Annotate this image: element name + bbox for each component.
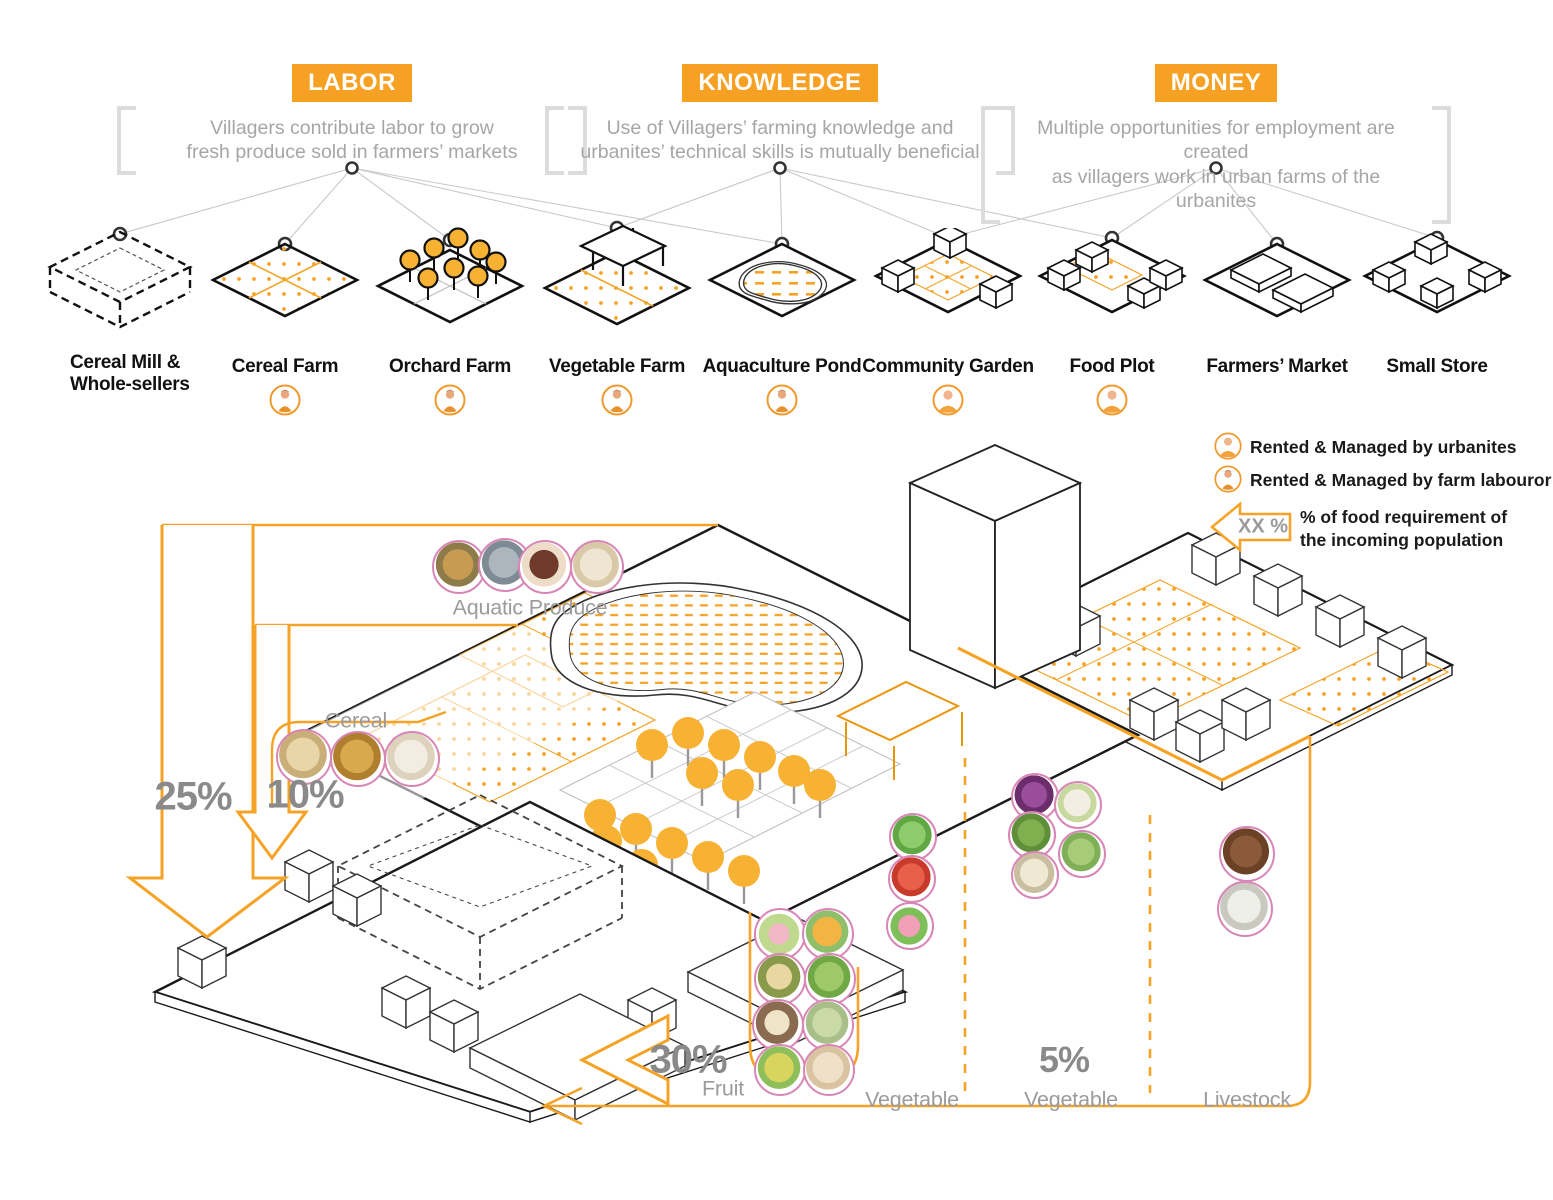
vegetable-garden-label: Vegetable <box>1024 1087 1118 1112</box>
arrow-25-percent <box>125 525 290 939</box>
legend-arrow-icon <box>1209 501 1292 553</box>
flow-network <box>125 523 1312 1126</box>
water-chestnut-icon <box>518 540 572 594</box>
facility-label: Orchard Farm <box>388 356 512 377</box>
vegetable-market-label: Vegetable <box>865 1087 959 1112</box>
farm-labourer-icon <box>434 384 466 416</box>
pavilion <box>835 680 963 780</box>
cereal-percent: 10% <box>266 772 344 817</box>
market-flow-line <box>548 736 1312 1108</box>
mango-icon <box>802 908 854 960</box>
radish-icon <box>886 902 934 950</box>
rice-icon <box>384 731 440 787</box>
facility-label: Cereal Mill &Whole-sellers <box>70 352 190 395</box>
cow-icon <box>1219 826 1275 882</box>
facility-label: Vegetable Farm <box>548 356 686 377</box>
food-plot-icon <box>1037 238 1187 314</box>
jackfruit-icon <box>754 953 806 1005</box>
poultry-icon <box>1217 881 1273 937</box>
facility-label: Farmers’ Market <box>1206 356 1348 377</box>
legend-urbanites-label: Rented & Managed by urbanites <box>1250 437 1517 457</box>
garden-platform <box>955 531 1455 792</box>
legend-labourer-label: Rented & Managed by farm labouror <box>1250 470 1552 490</box>
category-badge: LABOR <box>292 64 412 102</box>
connector-lines <box>119 167 1438 245</box>
village-platform <box>151 793 909 1123</box>
farm-labourer-icon <box>766 384 798 416</box>
urbanite-icon <box>932 384 964 416</box>
farm-labourer-icon <box>269 384 301 416</box>
fruit-percent: 30% <box>649 1037 727 1082</box>
category-description: Villagers contribute labor to grow fresh… <box>117 106 587 175</box>
soybean-icon <box>276 729 332 785</box>
cereal-bracket <box>270 710 447 808</box>
cereal-mill-icon <box>47 230 193 329</box>
facility-label: Aquaculture Pond <box>702 356 862 377</box>
category-labor: LABOR Villagers contribute labor to grow… <box>117 64 587 175</box>
farmers-market-icon <box>1202 242 1352 318</box>
facility-label: Small Store <box>1386 356 1488 377</box>
category-description: Use of Villagers’ farming knowledge and … <box>545 106 1015 175</box>
farm-labourer-icon <box>601 384 633 416</box>
small-store-icon <box>1362 233 1512 314</box>
category-badge: KNOWLEDGE <box>682 64 878 102</box>
category-description: Multiple opportunities for employment ar… <box>981 106 1451 223</box>
cashew-icon <box>803 1044 855 1096</box>
farm-labourer-icon <box>1214 465 1242 493</box>
cabbage-icon <box>1058 830 1106 878</box>
arrow-30-percent <box>578 1013 670 1107</box>
flow-arrowhead <box>540 1086 583 1126</box>
fruit-label: Fruit <box>701 1076 745 1101</box>
pear-icon <box>754 1044 806 1096</box>
aquatic-produce-label: Aquatic Produce <box>452 595 608 620</box>
category-badge: MONEY <box>1154 64 1278 102</box>
garden-edge-highlight <box>957 646 1311 782</box>
orchard-farm-icon <box>375 227 525 324</box>
lotus-root-icon <box>570 540 624 594</box>
custard-apple-icon <box>802 999 854 1051</box>
lime-icon <box>804 953 856 1005</box>
community-garden-icon <box>873 228 1023 314</box>
vegetable-garden-percent: 5% <box>1038 1039 1090 1080</box>
vegetable-farm-icon <box>542 224 692 326</box>
cereal-label: Cereal <box>324 708 388 733</box>
leafy-greens-icon <box>889 813 937 861</box>
facility-label: Community Garden <box>862 356 1034 377</box>
livestock-label: Livestock <box>1203 1087 1291 1112</box>
wood-apple-icon <box>752 999 804 1051</box>
tomato-icon <box>888 855 936 903</box>
aquaculture-pond-shape <box>549 582 863 714</box>
beans-icon <box>1011 851 1059 899</box>
cauliflower-icon <box>1054 781 1102 829</box>
aquatic-percent: 25% <box>154 774 232 819</box>
category-knowledge: KNOWLEDGE Use of Villagers’ farming know… <box>545 64 1015 175</box>
facility-label: Food Plot <box>1069 356 1155 377</box>
category-money: MONEY Multiple opportunities for employm… <box>981 64 1451 223</box>
urbanite-icon <box>1214 432 1242 460</box>
cereal-farm-icon <box>210 242 360 318</box>
facility-label: Cereal Farm <box>231 356 339 377</box>
aquaculture-pond-icon <box>707 242 857 318</box>
urbanite-icon <box>1096 384 1128 416</box>
legend-arrow-label: XX % <box>1237 515 1289 538</box>
tower-building <box>907 444 1083 690</box>
